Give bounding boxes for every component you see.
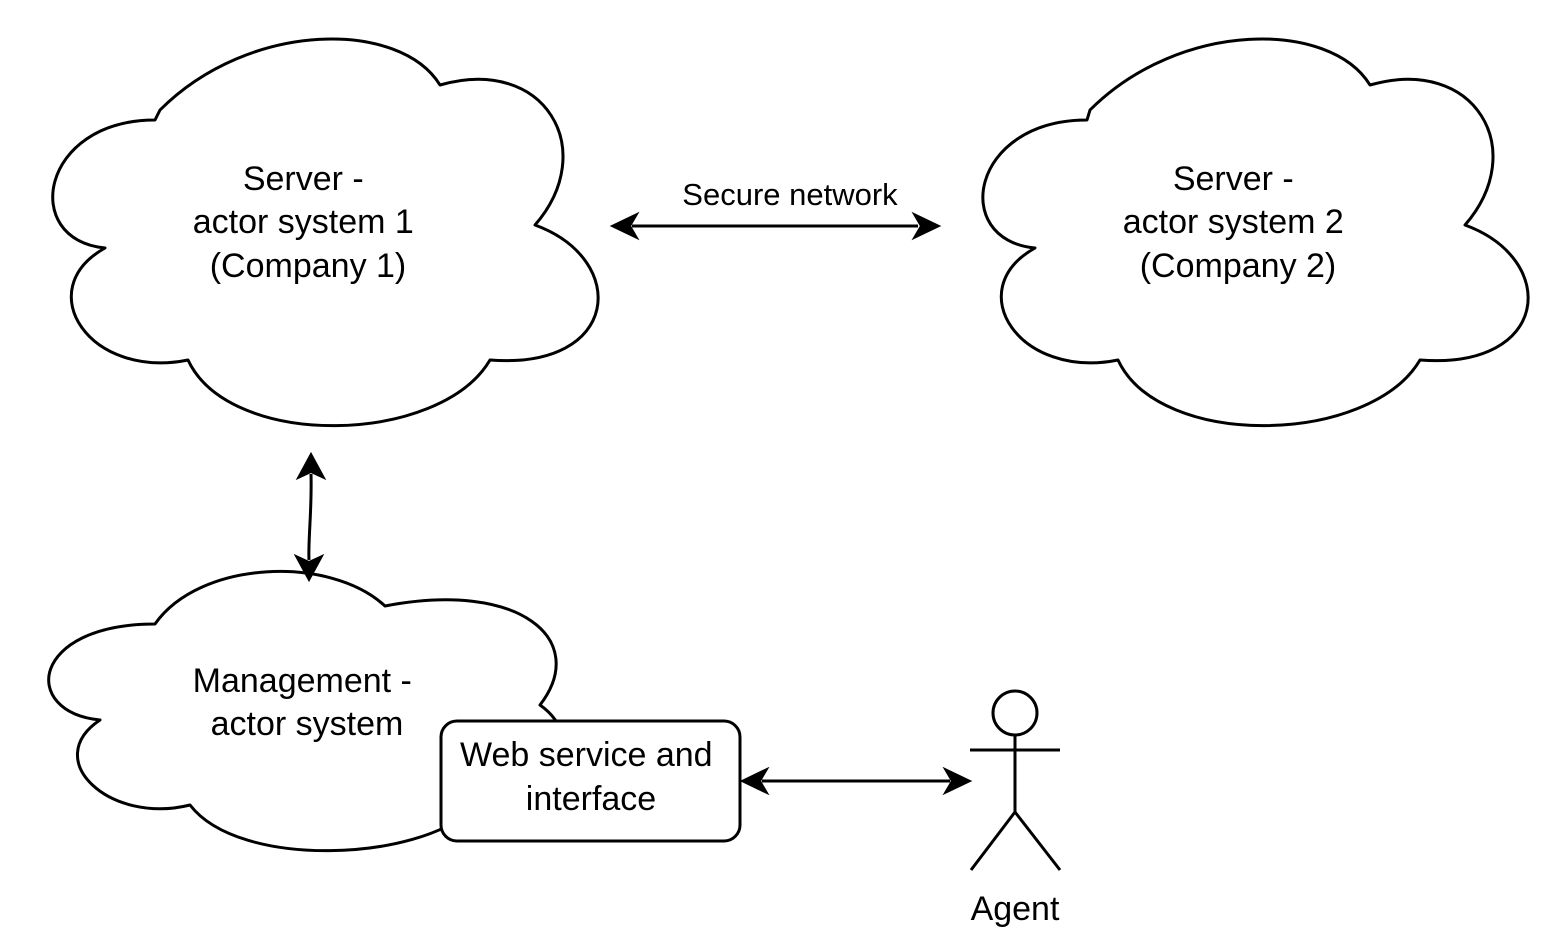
stick-figure-icon [969, 689, 1062, 871]
arrowhead-left-icon [609, 211, 640, 241]
arrowhead-up-icon [295, 451, 327, 481]
cloud-server-2-line-2: actor system 2 [1123, 203, 1344, 241]
edge-secure-network[interactable]: Secure network [609, 177, 942, 241]
web-service-line-1: Web service and [460, 736, 713, 774]
arrowhead-left-icon [739, 766, 770, 796]
edge-server1-management-line [307, 473, 313, 561]
cloud-server-1-line-1: Server - [243, 160, 364, 198]
cloud-server-2-line-1: Server - [1173, 160, 1294, 198]
edge-webservice-agent[interactable] [739, 766, 973, 796]
cloud-server-1-line-2: actor system 1 [193, 203, 414, 241]
actor-agent-label: Agent [971, 890, 1060, 928]
edge-server1-management[interactable] [293, 451, 327, 583]
arrowhead-right-icon [911, 211, 942, 241]
arrowhead-right-icon [942, 766, 973, 796]
edge-secure-network-label: Secure network [682, 177, 898, 212]
cloud-management-line-2: actor system [211, 705, 404, 743]
cloud-server-2-shape [981, 37, 1530, 428]
arrowhead-down-icon [293, 553, 325, 583]
cloud-server-2-line-3: (Company 2) [1140, 247, 1337, 285]
cloud-management-actor-system[interactable]: Management - actor system [47, 570, 566, 853]
svg-text:Server - actor system 2: Server - actor system 2 (Company 2) [1123, 160, 1354, 285]
web-service-line-2: interface [526, 780, 656, 818]
svg-text:Server - actor system 1: Server - actor system 1 (Company 1) [193, 160, 424, 285]
svg-text:Web service and interfac: Web service and interface [460, 736, 722, 818]
cloud-server-actor-system-2[interactable]: Server - actor system 2 (Company 2) [981, 37, 1530, 428]
cloud-server-actor-system-1[interactable]: Server - actor system 1 (Company 1) [51, 37, 600, 428]
cloud-management-line-1: Management - [193, 662, 412, 700]
svg-text:Management - actor syste: Management - actor system [193, 662, 422, 743]
cloud-server-1-line-3: (Company 1) [210, 247, 407, 285]
cloud-server-1-shape [51, 37, 600, 428]
actor-agent[interactable]: Agent [969, 689, 1062, 928]
web-service-interface-box[interactable]: Web service and interface [439, 719, 742, 843]
